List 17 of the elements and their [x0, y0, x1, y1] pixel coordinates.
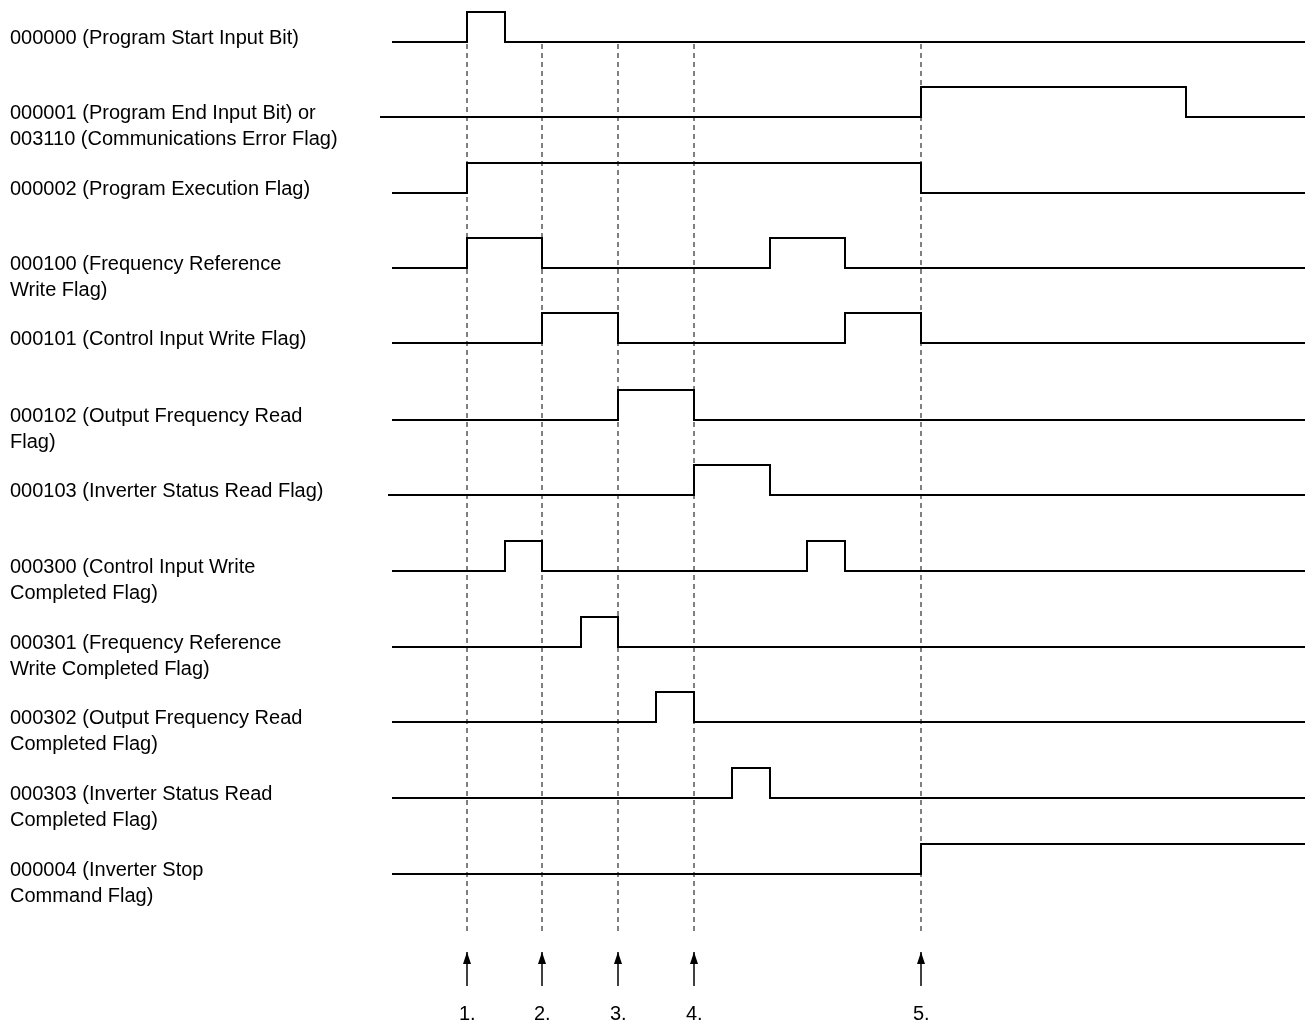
signal-label: 000101 (Control Input Write Flag) — [10, 326, 308, 351]
signal-label: 000103 (Inverter Status Read Flag) — [10, 478, 325, 503]
step-number: 2. — [534, 1001, 551, 1025]
signal-label: 000301 (Frequency Reference Write Completed Flag) — [10, 630, 283, 681]
signal-label: 000002 (Program Execution Flag) — [10, 176, 312, 201]
signal-label: 000000 (Program Start Input Bit) — [10, 25, 301, 50]
signal-label: 000102 (Output Frequency Read Flag) — [10, 403, 304, 454]
step-number: 3. — [610, 1001, 627, 1025]
step-number: 4. — [686, 1001, 703, 1025]
step-number: 5. — [913, 1001, 930, 1025]
signal-label: 000001 (Program End Input Bit) or 003110 (Communications Error Flag) — [10, 100, 339, 151]
step-number: 1. — [459, 1001, 476, 1025]
signal-label: 000300 (Control Input Write Completed Flag) — [10, 554, 257, 605]
signal-label: 000302 (Output Frequency Read Completed Flag) — [10, 705, 304, 756]
signal-label: 000303 (Inverter Status Read Completed Flag) — [10, 781, 274, 832]
signal-label: 000004 (Inverter Stop Command Flag) — [10, 857, 205, 908]
signal-label: 000100 (Frequency Reference Write Flag) — [10, 251, 283, 302]
